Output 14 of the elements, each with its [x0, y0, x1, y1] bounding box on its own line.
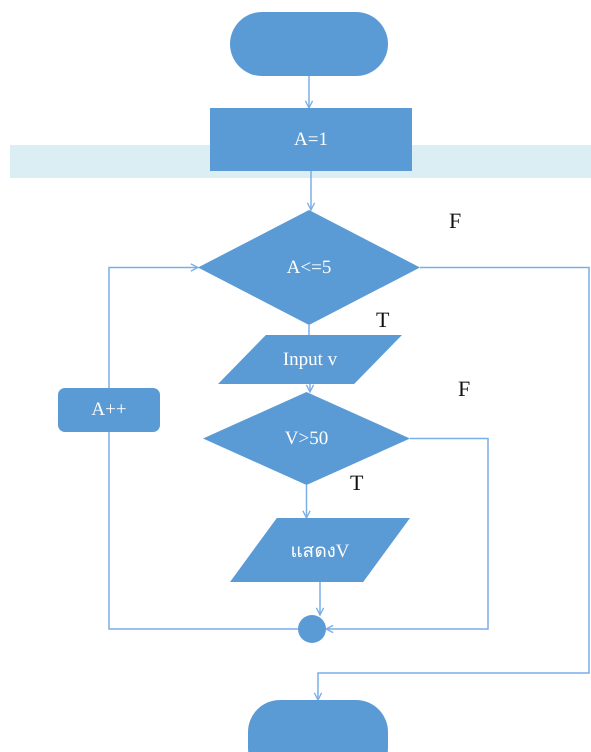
arrow: [302, 485, 311, 519]
connector-line: [108, 432, 298, 630]
arrow: [316, 582, 324, 616]
arrow: [304, 76, 314, 109]
arrow: [306, 171, 316, 211]
input-output-parallelogram: Input v: [218, 335, 402, 384]
connector-line: [308, 325, 310, 335]
arrow: [314, 266, 590, 701]
arrow: [306, 384, 314, 393]
input-output-parallelogram: แสดงV: [230, 518, 410, 582]
connector-circle: [298, 615, 326, 643]
process-box: A=1: [210, 108, 412, 171]
process-box: A++: [58, 388, 160, 432]
arrow: [108, 263, 199, 388]
